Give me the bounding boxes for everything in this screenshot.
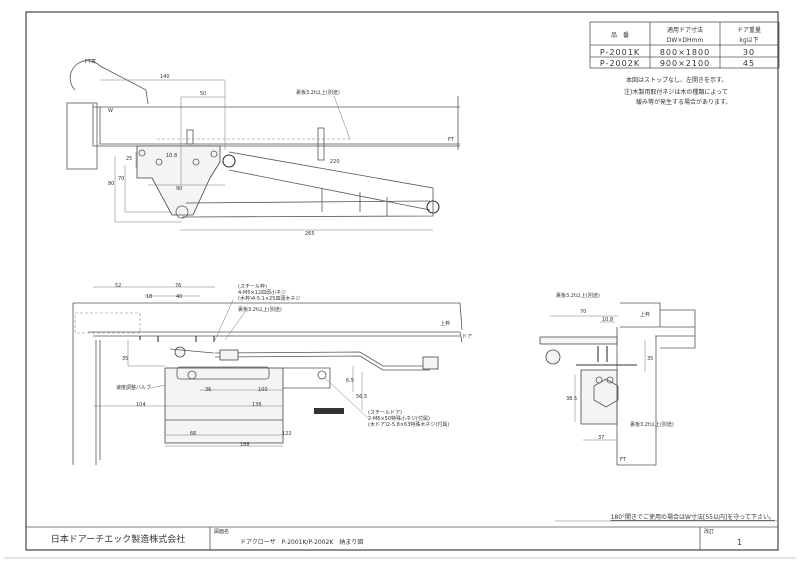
label-top-frame: 上枠: [440, 320, 450, 327]
label-backplate: 裏板3.2t以上(別途): [296, 89, 340, 96]
label-top-frame: 上枠: [640, 311, 650, 318]
dim-50: 50: [200, 91, 206, 97]
label-steel-door: (スチールドア): [368, 410, 402, 416]
dim-36: 36: [205, 387, 211, 393]
label-w: W: [108, 108, 113, 114]
label-frame-screw: 4-M5×12皿頭小ネジ: [238, 289, 286, 296]
dim-70: 70: [580, 309, 586, 315]
header-weight: ドア重量: [737, 26, 761, 34]
dim-80: 80: [108, 181, 114, 187]
label-ft: FT: [620, 457, 627, 463]
dim-90: 90: [176, 186, 182, 192]
dim-136: 136: [252, 402, 262, 408]
label-speed-valve: 速度調整バルブ: [116, 384, 151, 391]
row1-weight: 30: [743, 48, 755, 57]
label-door: ドア: [462, 334, 472, 340]
product-logo: [314, 408, 344, 414]
label-wood-door-screw: (木ドア)2-5.8×63特殊木ネジ(付属): [368, 421, 449, 428]
dim-188: 188: [240, 442, 250, 448]
header-door-size-unit: DW×DHmm: [667, 37, 704, 44]
row2-model: P-2002K: [600, 59, 640, 68]
notes: 本図はストップなし、左開きを示す。 注)木製用取付ネジは木の種類によって 緩み等…: [624, 76, 731, 106]
dim-140: 140: [160, 74, 170, 80]
dim-100: 100: [258, 387, 268, 393]
note-1: 本図はストップなし、左開きを示す。: [626, 76, 727, 84]
row2-size: 900×2100: [660, 59, 710, 68]
dim-76: 76: [175, 283, 181, 289]
company-name: 日本ドアーチエック製造株式会社: [51, 533, 185, 545]
dim-18: 18: [146, 294, 152, 300]
dim-66: 66: [190, 431, 196, 437]
dim-52: 52: [115, 283, 121, 289]
note-3: 緩み等が発生する場合があります。: [636, 98, 731, 106]
dim-35: 35: [122, 356, 128, 362]
label-wood-frame-screw: (木枠)4-5.1×25皿頭木ネジ: [238, 295, 300, 302]
label-ft-side: FT寄: [85, 58, 96, 65]
header-model: 品 番: [611, 32, 629, 39]
footer-note: 180°開きでご使用の場合はW寸法[55以内]を守って下さい。: [611, 513, 775, 521]
dim-265: 265: [305, 231, 315, 237]
label-door-screw: 2-M6×50特殊小ネジ(付属): [368, 415, 430, 422]
side-view-drawing: 70 10.8 35 38.5 37 FT 上枠 裏板3.2t以上(別途) 裏板…: [539, 292, 696, 466]
header-door-size: 適用ドア寸法: [667, 26, 703, 34]
dim-6-5: 6.5: [346, 378, 354, 384]
label-backplate-bottom: 裏板3.2t以上(別途): [630, 421, 674, 428]
dim-70: 70: [118, 176, 124, 182]
row2-weight: 45: [743, 59, 755, 68]
top-view-drawing: 140 50 220 265 25 10.8 90 70 80 FT寄 FT W…: [66, 58, 460, 237]
revision-label: 改訂: [704, 528, 714, 535]
dim-122: 122: [282, 431, 292, 437]
drawing-name-label: 図面名: [214, 528, 229, 535]
dim-10-8: 10.8: [166, 153, 177, 159]
dim-220: 220: [330, 159, 340, 165]
note-2: 注)木製用取付ネジは木の種類によって: [624, 88, 728, 96]
dim-38-5: 38.5: [566, 396, 577, 402]
revision-number: 1: [737, 538, 743, 547]
row1-model: P-2001K: [600, 48, 640, 57]
label-ft: FT: [448, 137, 455, 143]
dim-25: 25: [126, 156, 132, 162]
label-backplate-top: 裏板3.2t以上(別途): [556, 292, 600, 299]
spec-table: 品 番 適用ドア寸法 DW×DHmm ドア重量 kg以下 P-2001K 800…: [589, 21, 780, 69]
dim-40: 40: [176, 294, 182, 300]
dim-56-5: 56.5: [356, 394, 367, 400]
row1-size: 800×1800: [660, 48, 710, 57]
label-steel-frame: (スチール枠): [238, 283, 267, 290]
dim-10-8: 10.8: [602, 317, 613, 323]
dim-104: 104: [136, 402, 146, 408]
title-block: 日本ドアーチエック製造株式会社 図面名 ドアクローザ P-2001K/P-200…: [26, 526, 778, 550]
header-weight-unit: kg以下: [739, 37, 758, 44]
front-view-drawing: 52 76 18 40 35 36 100 104 136 66 122 188…: [72, 283, 472, 465]
drawing-name: ドアクローザ P-2001K/P-2002K 納まり図: [240, 538, 363, 546]
label-backplate: 裏板3.2t以上(別途): [238, 306, 282, 313]
dim-35: 35: [647, 356, 653, 362]
sheet-border: [25, 11, 779, 551]
dim-37: 37: [598, 435, 604, 441]
